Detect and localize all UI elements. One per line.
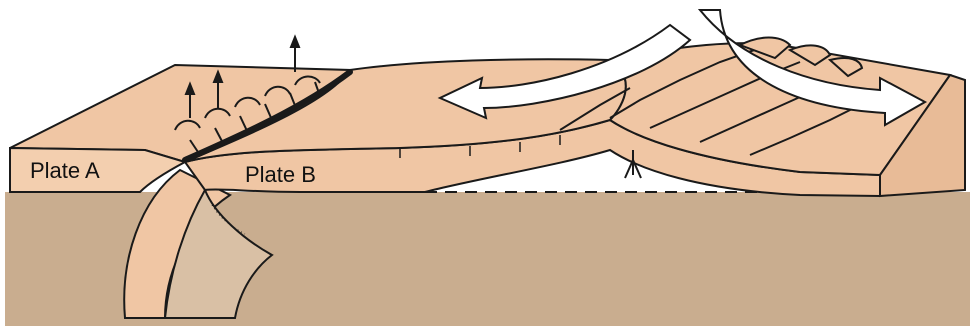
plate-b-label: Plate B <box>245 162 316 187</box>
plate-a-label: Plate A <box>30 158 100 183</box>
